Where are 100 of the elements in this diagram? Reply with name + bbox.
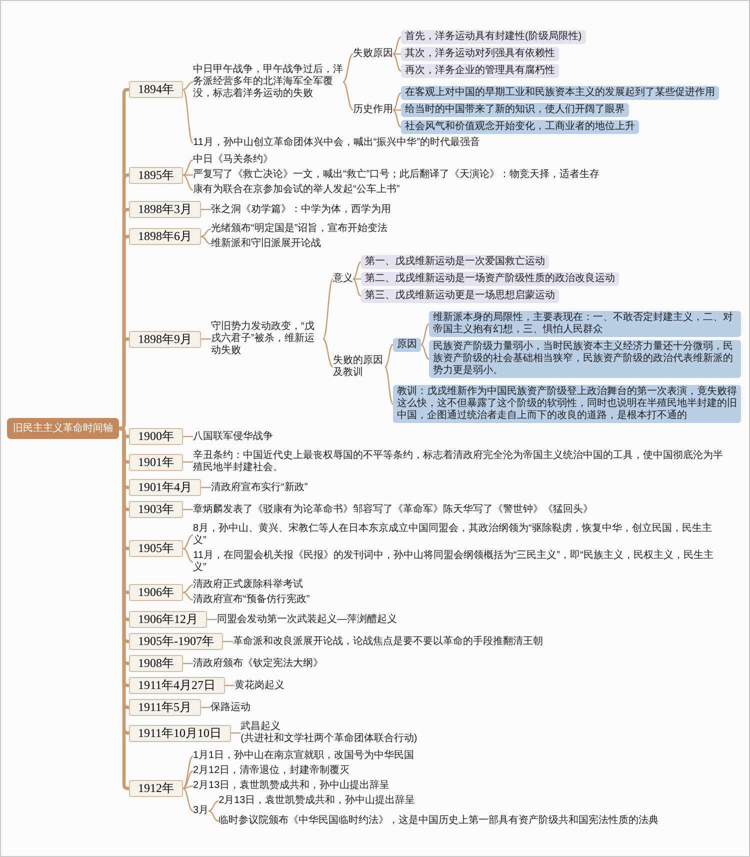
- topic-box: 第三、戊戌维新运动更是一场思想启蒙运动: [361, 289, 559, 303]
- topic-text: 清政府宣布实行“新政”: [211, 482, 308, 494]
- connector-line: [200, 706, 211, 708]
- year-box: 1901年: [129, 454, 183, 470]
- topic-text: 守旧势力发动政变，“戊戌六君子”被杀，维新运动失败: [211, 321, 323, 357]
- topic-text: 黄花岗起义: [234, 680, 285, 692]
- year-box: 1905年-1907年: [129, 633, 223, 650]
- connector-line: [183, 174, 193, 176]
- connector-line: [182, 592, 194, 601]
- connector-line: [223, 640, 233, 642]
- connector-line: [392, 36, 402, 55]
- connector-line: [183, 662, 193, 664]
- connector-line: [420, 324, 430, 345]
- topic-text: 光绪颁布“明定国是”诏旨，宣布开始变法: [211, 223, 388, 235]
- year-box: 1908年: [129, 655, 183, 672]
- year-box: 1898年3月: [129, 201, 201, 218]
- connector-line: [118, 337, 130, 430]
- year-box: 1905年: [129, 540, 183, 557]
- topic-box: 再次，洋务企业的管理具有腐朽性: [401, 64, 559, 78]
- year-box: 1912年: [129, 780, 183, 797]
- year-box: 1903年: [129, 501, 183, 518]
- topic-text: 同盟会发动第一次武装起义—萍浏醴起义: [217, 614, 397, 626]
- year-box: 1906年12月: [129, 611, 207, 628]
- connector-line: [182, 81, 194, 90]
- topic-text: 严复写了《救亡决论》一文，喊出“救亡”口号；此后翻译了《天演论》：物竞天择，适者生存: [193, 169, 600, 181]
- topic-text: 失败原因: [353, 48, 393, 60]
- connector-line: [182, 770, 194, 790]
- year-box: 1901年4月: [129, 479, 201, 496]
- connector-line: [182, 548, 194, 563]
- connector-line: [201, 208, 211, 210]
- connector-line: [384, 366, 394, 404]
- topic-box: 维新派本身的局限性，主要表现在：一、不敢否定封建主义，二、对帝国主义抱有幻想，三、惧怕人民群众: [429, 311, 741, 337]
- connector-line: [230, 732, 241, 734]
- topic-text: 8月，孙中山、黄兴、宋教仁等人在日本东京成立中国同盟会，其政治纲领为“驱除鞑虏，恢复中华，创立民国，民生主义”: [193, 523, 723, 547]
- topic-text: 临时参议院颁布《中华民国临时约法》，这是中国历史上第一部具有资产阶级共和国宪法性质的法典: [218, 815, 659, 827]
- topic-text: 清政府正式废除科举考试: [193, 579, 303, 591]
- year-box: 1894年: [129, 81, 183, 98]
- year-box: 1895年: [129, 166, 183, 184]
- topic-box: 在客观上对中国的早期工业和民族资本主义的发展起到了某些促进作用: [401, 86, 719, 100]
- topic-text: 意义: [333, 273, 353, 285]
- year-box: 1900年: [129, 428, 183, 445]
- topic-text: 武昌起义 (共进社和文学社两个革命团体联合行动): [240, 721, 418, 745]
- year-box: 1911年10月10日: [129, 724, 231, 742]
- connector-line: [182, 584, 194, 594]
- connector-line: [352, 278, 362, 297]
- topic-box: 给当时的中国带来了新的知识，使人们开阔了眼界: [401, 103, 629, 117]
- connector-line: [182, 756, 194, 789]
- topic-text: 八国联军侵华战争: [193, 430, 273, 442]
- connector-line: [352, 261, 362, 280]
- connector-line: [420, 344, 430, 360]
- year-box: 1906年: [129, 584, 183, 601]
- topic-text: 中日《马关条约》: [193, 154, 273, 166]
- topic-text: 11月，孙中山创立革命团体兴中会，喊出“振兴中华”的时代最强音: [193, 137, 480, 149]
- topic-text: 11月，在同盟会机关报《民报》的发刊词中，孙中山将同盟会纲领概括为“三民主义”，即“民族主义，民权主义，民生主义”: [193, 550, 723, 574]
- connector-line: [342, 81, 354, 111]
- topic-box: 其次，洋务运动对列强具有依赖性: [401, 47, 559, 61]
- topic-text: 3月: [193, 805, 209, 817]
- topic-text: 维新派和守旧派展开论战: [211, 238, 321, 250]
- connector-line: [207, 618, 217, 620]
- topic-box: 第二、戊戌维新运动是一场资产阶级性质的政治改良运动: [361, 272, 619, 286]
- topic-text: 章炳麟发表了《驳康有为论革命书》邹容写了《革命军》陈天华写了《警世钟》《猛回头》: [193, 504, 593, 516]
- topic-text: 2月13日，袁世凯赞成共和，孙中山提出辞呈: [218, 795, 416, 807]
- connector-line: [322, 278, 334, 340]
- topic-box: 社会风气和价值观念开始变化，工商业者的地位上升: [401, 120, 639, 134]
- topic-box: 原因: [393, 338, 421, 352]
- topic-text: 保路运动: [210, 702, 251, 714]
- topic-text: 2月13日，袁世凯赞成共和，孙中山提出辞呈: [193, 780, 390, 792]
- connector-line: [182, 89, 194, 144]
- topic-text: 张之洞《劝学篇》：中学为体，西学为用: [211, 204, 391, 216]
- topic-text: 1月1日，孙中山在南京宣就职，改国号为中华民国: [193, 750, 414, 762]
- topic-text: 康有为联合在京参加会试的举人发起“公车上书”: [193, 184, 400, 196]
- topic-box: 民族资产阶级力量弱小，当时民族资本主义经济力量还十分微弱，民族资产阶级的社会基础相当狭窄，民族资产阶级的政治代表维新派的势力更是弱小。: [429, 340, 741, 378]
- topic-text: 中日甲午战争，甲午战争过后，洋务派经营多年的北洋海军全军覆没，标志着洋务运动的失败: [193, 64, 343, 100]
- connector-line: [208, 800, 219, 812]
- year-box: 1898年9月: [129, 330, 201, 348]
- connector-line: [200, 228, 212, 238]
- connector-line: [182, 174, 194, 191]
- connector-line: [392, 92, 402, 111]
- connector-line: [183, 461, 193, 463]
- topic-text: 清政府颁布《钦定宪法大纲》: [193, 658, 323, 670]
- year-box: 1911年4月27日: [129, 677, 225, 694]
- topic-text: 清政府宣布“预备仿行宪政”: [193, 594, 310, 606]
- connector-line: [182, 785, 194, 790]
- topic-text: 历史作用: [353, 104, 393, 116]
- connector-line: [224, 684, 235, 686]
- connector-line: [182, 159, 194, 176]
- connector-line: [201, 486, 211, 488]
- connector-line: [208, 810, 219, 822]
- topic-text: 失败的原因及教训: [333, 355, 385, 379]
- connector-line: [342, 53, 354, 83]
- connector-line: [322, 338, 334, 368]
- connector-line: [182, 534, 194, 550]
- year-box: 1911年5月: [129, 699, 201, 716]
- year-box: 1898年6月: [129, 228, 201, 245]
- central-topic-box: 旧民主主义革命时间轴: [7, 418, 119, 439]
- connector-line: [392, 109, 402, 128]
- connector-line: [183, 436, 193, 438]
- topic-text: 辛丑条约：中国近代史上最丧权辱国的不平等条约，标志着清政府完全沦为帝国主义统治中国的工具，使中国彻底沦为半殖民地半封建社会。: [193, 450, 723, 474]
- connector-line: [200, 236, 212, 245]
- topic-box: 教训：戊戌维新作为中国民族资产阶级登上政治舞台的第一次表演，竟失败得这么快，这不但暴露了这个阶级的软弱性，同时也说明在半殖民地半封建的旧中国，企图通过统治者走自上而下的改良的道路，是根本打不通的: [393, 385, 741, 423]
